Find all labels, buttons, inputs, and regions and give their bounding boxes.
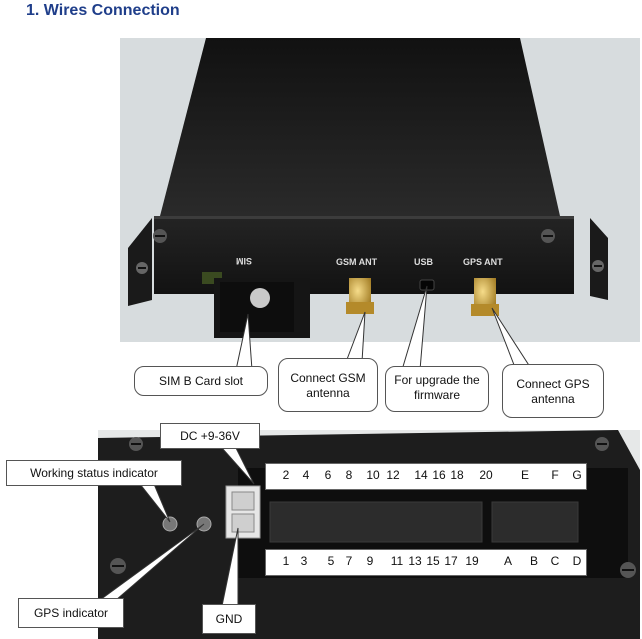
gps-antenna-connector: [471, 278, 499, 316]
pin-label: 2: [282, 468, 290, 482]
screw-icon: [129, 437, 143, 451]
callout-gnd-text: GND: [215, 612, 243, 626]
pin-label: 4: [302, 468, 310, 482]
device-front-drawing: [120, 38, 640, 342]
gps-ant-print-label: GPS ANT: [463, 257, 503, 267]
callout-dc-text: DC +9-36V: [180, 429, 240, 443]
screw-icon: [620, 562, 636, 578]
mounting-flange-right: [590, 218, 608, 300]
callout-dc: DC +9-36V: [160, 423, 260, 449]
pin-label: 6: [324, 468, 332, 482]
pin-label: E: [520, 468, 530, 482]
pin-label: 13: [408, 554, 422, 568]
pin-label: 12: [386, 468, 400, 482]
callout-gsm-text: Connect GSM antenna: [290, 371, 366, 400]
callout-working-status-text: Working status indicator: [30, 466, 158, 480]
pin-label: 18: [450, 468, 464, 482]
connector-pins: [269, 501, 579, 543]
pin-label: 16: [432, 468, 446, 482]
pin-label: 20: [479, 468, 493, 482]
pin-label: D: [572, 554, 582, 568]
gsm-antenna-connector: [346, 278, 374, 314]
screw-icon: [595, 437, 609, 451]
usb-port: [419, 279, 435, 291]
working-status-led: [162, 516, 178, 532]
screw-icon: [136, 262, 148, 274]
pin-label: 7: [345, 554, 353, 568]
callout-gps-indicator-text: GPS indicator: [33, 606, 109, 620]
pin-label: 14: [414, 468, 428, 482]
screw-icon: [592, 260, 604, 272]
pin-label: 19: [465, 554, 479, 568]
pin-label: 17: [444, 554, 458, 568]
gsm-ant-print-label: GSM ANT: [336, 257, 378, 267]
screw-icon: [541, 229, 555, 243]
pin-label: 15: [426, 554, 440, 568]
page-title: 1. Wires Connection: [26, 2, 180, 19]
pin-label: B: [529, 554, 539, 568]
pin-label: 8: [345, 468, 353, 482]
pin-label: C: [550, 554, 560, 568]
device-top-face: [160, 38, 560, 216]
screw-icon: [153, 229, 167, 243]
callout-gps-text: Connect GPS antenna: [516, 377, 590, 406]
usb-print-label: USB: [414, 257, 434, 267]
pin-label: A: [503, 554, 513, 568]
pin-label: 11: [390, 554, 404, 568]
device-front-photo: SIM GSM ANT USB GPS ANT: [120, 38, 640, 342]
callout-gps: Connect GPS antenna: [502, 364, 604, 418]
callout-sim-slot-text: SIM B Card slot: [158, 374, 244, 388]
pin-label: 5: [327, 554, 335, 568]
callout-gps-indicator: GPS indicator: [18, 598, 124, 628]
mounting-flange-left: [128, 218, 152, 306]
callout-usb: For upgrade the firmware: [385, 366, 489, 412]
gps-led: [196, 516, 212, 532]
screw-icon: [110, 558, 126, 574]
callout-gsm: Connect GSM antenna: [278, 358, 378, 412]
pin-label: 9: [366, 554, 374, 568]
pin-label: 3: [300, 554, 308, 568]
sim-print-label: SIM: [236, 256, 253, 266]
pin-label: G: [572, 468, 582, 482]
pin-label: F: [551, 468, 559, 482]
pin-label: 1: [282, 554, 290, 568]
callout-gnd: GND: [202, 604, 256, 634]
callout-usb-text: For upgrade the firmware: [394, 373, 480, 402]
pin-label: 10: [366, 468, 380, 482]
callout-working-status: Working status indicator: [6, 460, 182, 486]
callout-sim-slot: SIM B Card slot: [134, 366, 268, 396]
sim-card-label: [250, 288, 270, 308]
